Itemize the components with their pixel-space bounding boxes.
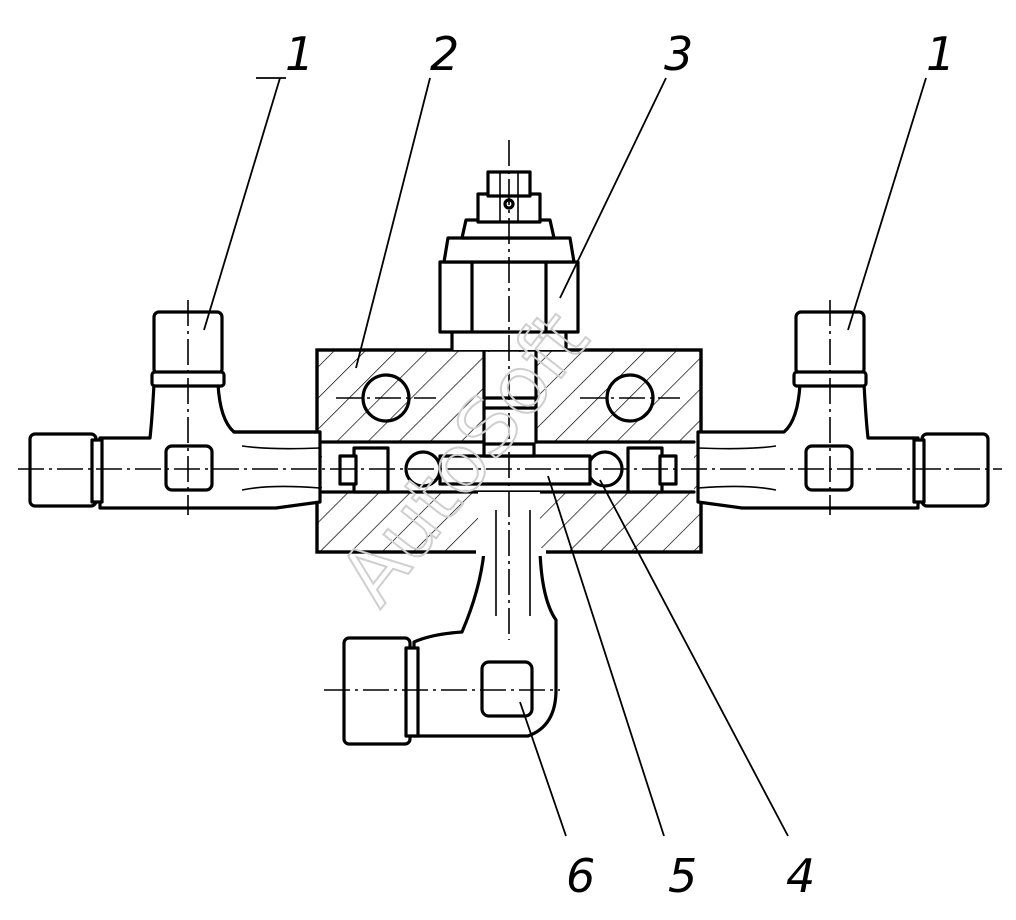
callout-bottom-6: 6 [566,849,595,903]
tee-fitting-right [696,310,990,510]
callout-left-1: 1 [285,27,314,81]
tee-fitting-left [28,310,322,510]
check-valve-left [338,446,442,494]
shuttle-piston [438,442,592,486]
center-lines [18,140,1002,691]
callout-top-2: 2 [430,27,459,81]
callout-top-3: 3 [664,27,693,81]
callout-right-1: 1 [926,27,955,81]
check-valve-right [586,446,678,494]
callouts: 1 2 3 1 6 5 4 [285,27,955,903]
callout-bottom-5: 5 [668,849,697,903]
callout-bottom-4: 4 [786,849,815,903]
leader-lines [203,77,927,837]
